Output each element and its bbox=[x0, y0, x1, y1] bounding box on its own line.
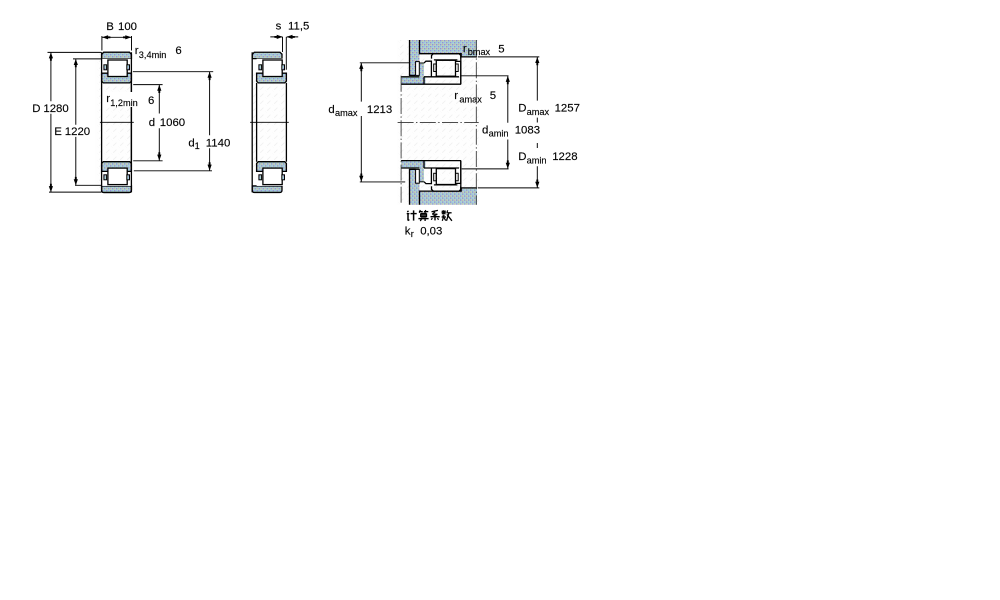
svg-text:D: D bbox=[518, 103, 526, 115]
svg-text:B: B bbox=[106, 21, 114, 33]
svg-text:amin: amin bbox=[527, 155, 547, 165]
svg-text:1257: 1257 bbox=[555, 103, 580, 115]
svg-text:r: r bbox=[106, 93, 110, 105]
svg-text:0,03: 0,03 bbox=[420, 226, 442, 238]
svg-text:r: r bbox=[463, 43, 467, 55]
svg-text:100: 100 bbox=[118, 21, 137, 33]
svg-text:amax: amax bbox=[527, 107, 550, 117]
svg-text:1060: 1060 bbox=[160, 117, 185, 129]
svg-text:1213: 1213 bbox=[367, 104, 392, 116]
svg-text:D: D bbox=[32, 103, 40, 115]
svg-text:amin: amin bbox=[489, 129, 509, 139]
svg-text:1140: 1140 bbox=[206, 137, 231, 149]
svg-text:amax: amax bbox=[459, 94, 482, 104]
svg-text:k: k bbox=[405, 226, 411, 238]
svg-text:amax: amax bbox=[335, 108, 358, 118]
svg-text:1083: 1083 bbox=[515, 124, 540, 136]
svg-text:D: D bbox=[518, 151, 526, 163]
svg-text:d: d bbox=[482, 124, 488, 136]
svg-text:r: r bbox=[411, 229, 414, 239]
svg-text:r: r bbox=[454, 90, 458, 102]
svg-text:d: d bbox=[188, 137, 194, 149]
svg-text:1280: 1280 bbox=[43, 103, 68, 115]
svg-text:5: 5 bbox=[498, 43, 504, 55]
svg-text:1,2min: 1,2min bbox=[110, 98, 138, 108]
svg-text:5: 5 bbox=[490, 90, 496, 102]
svg-text:1: 1 bbox=[195, 141, 200, 151]
svg-text:1228: 1228 bbox=[552, 151, 577, 163]
svg-text:3,4min: 3,4min bbox=[139, 50, 167, 60]
svg-text:d: d bbox=[328, 104, 334, 116]
svg-text:1220: 1220 bbox=[65, 126, 90, 138]
svg-text:E: E bbox=[54, 126, 62, 138]
svg-text:bmax: bmax bbox=[468, 47, 491, 57]
svg-text:6: 6 bbox=[175, 45, 181, 57]
svg-text:s: s bbox=[276, 20, 282, 32]
svg-text:r: r bbox=[135, 45, 139, 57]
svg-text:11,5: 11,5 bbox=[288, 20, 309, 32]
svg-text:6: 6 bbox=[148, 95, 154, 107]
svg-text:d: d bbox=[149, 117, 155, 129]
